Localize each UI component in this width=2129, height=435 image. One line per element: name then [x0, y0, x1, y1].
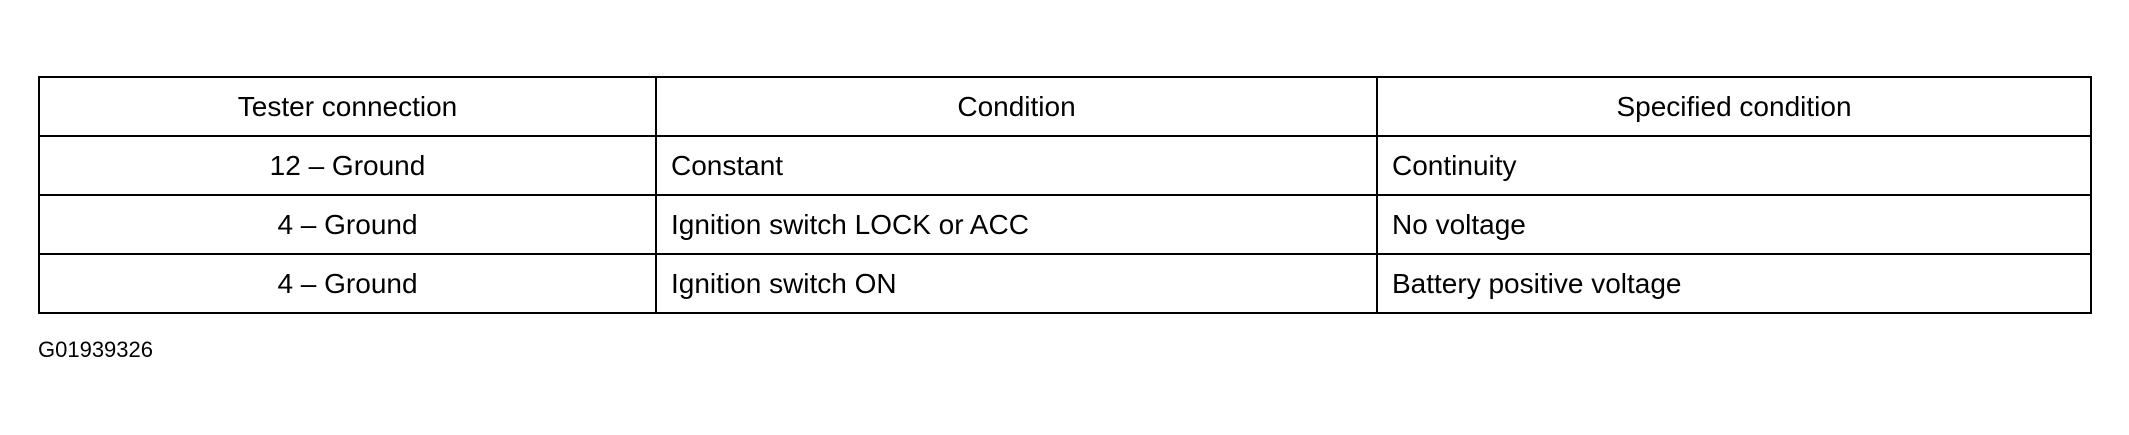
specified-condition-cell: Battery positive voltage	[1376, 253, 2092, 314]
tester-connection-cell: 4 – Ground	[38, 253, 657, 314]
table-row: 4 – Ground Ignition switch ON Battery po…	[38, 253, 2092, 314]
condition-cell: Constant	[655, 135, 1378, 196]
specified-condition-cell: Continuity	[1376, 135, 2092, 196]
header-specified-condition: Specified condition	[1376, 76, 2092, 137]
header-condition: Condition	[655, 76, 1378, 137]
table-row: 4 – Ground Ignition switch LOCK or ACC N…	[38, 194, 2092, 255]
tester-connection-cell: 12 – Ground	[38, 135, 657, 196]
condition-cell: Ignition switch ON	[655, 253, 1378, 314]
tester-connection-cell: 4 – Ground	[38, 194, 657, 255]
specified-condition-cell: No voltage	[1376, 194, 2092, 255]
table-row: 12 – Ground Constant Continuity	[38, 135, 2092, 196]
condition-cell: Ignition switch LOCK or ACC	[655, 194, 1378, 255]
figure-id: G01939326	[38, 337, 153, 362]
header-tester-connection: Tester connection	[38, 76, 657, 137]
spec-table: Tester connection Condition Specified co…	[38, 76, 2092, 314]
table-header-row: Tester connection Condition Specified co…	[38, 76, 2092, 137]
